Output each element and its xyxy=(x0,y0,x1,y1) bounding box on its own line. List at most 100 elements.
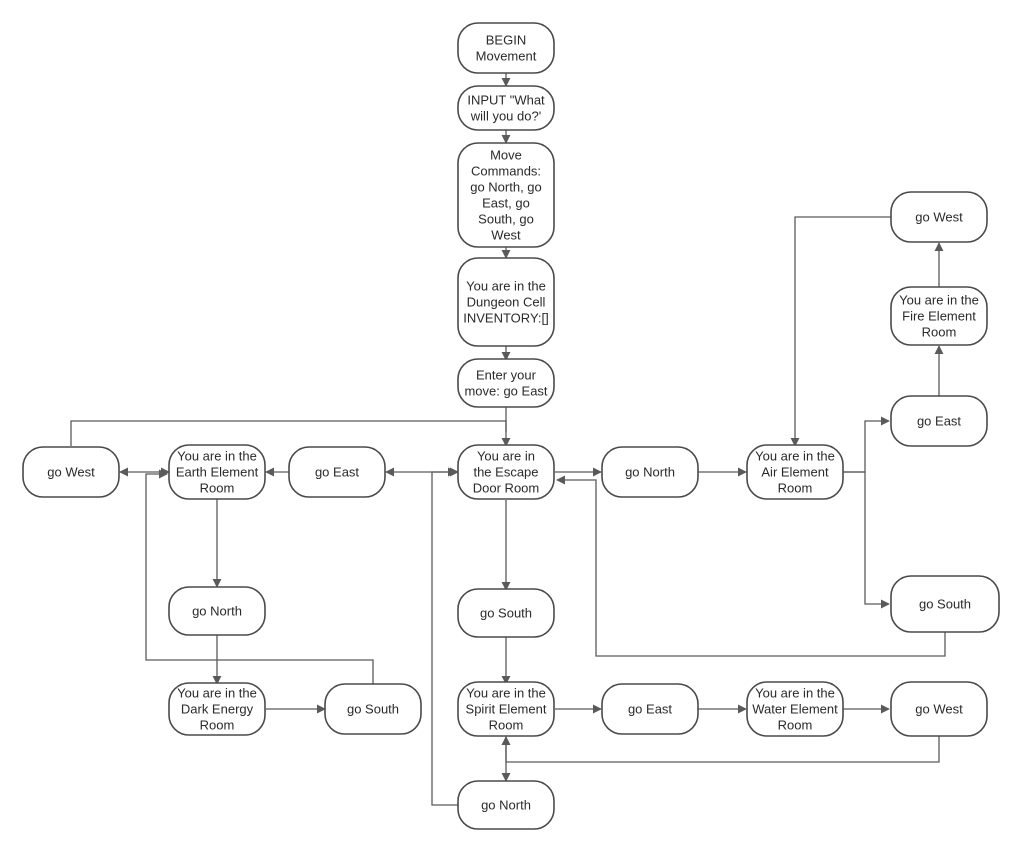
node-label-line: South, go xyxy=(478,212,534,227)
node-box-commands xyxy=(457,142,555,248)
node-label-line: Room xyxy=(778,718,813,733)
node-label-line: You are in the xyxy=(899,293,979,308)
node-box-south-right xyxy=(890,575,1000,633)
node-label-line: INPUT "What xyxy=(467,93,545,108)
edge-northbottom-escape xyxy=(431,467,458,806)
connector-lines xyxy=(70,73,946,806)
node-label-line: BEGIN xyxy=(486,33,526,48)
node-box-input xyxy=(457,85,555,131)
node-label-line: go South xyxy=(919,597,971,612)
node-label-line: You are in the xyxy=(466,686,546,701)
node-box-north-left xyxy=(168,586,266,636)
node-box-dark xyxy=(168,682,266,736)
node-box-east-bottom xyxy=(601,683,699,735)
node-label-line: move: go East xyxy=(464,384,547,399)
node-label-line: Room xyxy=(778,481,813,496)
node-label-line: You are in xyxy=(477,449,535,464)
node-box-earth xyxy=(168,444,266,500)
node-label-line: will you do?' xyxy=(470,109,541,124)
node-east-bottom: go East xyxy=(601,683,699,735)
node-label-line: go North xyxy=(625,465,675,480)
node-box-east-right xyxy=(890,395,988,447)
node-label-line: You are in the xyxy=(177,449,257,464)
node-label-line: Room xyxy=(922,325,957,340)
node-label-line: INVENTORY:[] xyxy=(463,311,549,326)
node-label-line: go West xyxy=(915,702,963,717)
node-label-line: the Escape xyxy=(473,465,538,480)
node-box-begin xyxy=(457,22,555,74)
node-box-north-mid xyxy=(601,446,699,498)
node-box-north-bottom xyxy=(457,780,555,830)
edge-southleft-earth xyxy=(145,469,374,685)
node-label-line: Earth Element xyxy=(176,465,259,480)
edge-westbottom-spirit xyxy=(501,735,940,763)
node-label-line: Move xyxy=(490,148,522,163)
node-label-line: go North xyxy=(192,604,242,619)
node-label-line: go East xyxy=(315,465,359,480)
node-north-left: go North xyxy=(168,586,266,636)
node-label-line: Dark Energy xyxy=(181,702,254,717)
node-label-line: You are in the xyxy=(755,449,835,464)
node-south-center: go South xyxy=(457,588,555,638)
edge-southright-escape xyxy=(556,475,946,657)
edge-westtop-air xyxy=(790,216,891,447)
edge-westleft-escape xyxy=(70,420,507,446)
node-label-line: go West xyxy=(915,210,963,225)
node-label-line: go North, go xyxy=(470,180,542,195)
edge-air-southright xyxy=(843,471,890,609)
node-label-line: Room xyxy=(200,481,235,496)
node-box-enter xyxy=(457,358,555,408)
node-label-line: Room xyxy=(200,718,235,733)
node-box-water xyxy=(746,681,844,737)
node-label-line: You are in the xyxy=(466,279,546,294)
node-west-bottom: go West xyxy=(890,681,988,737)
node-label-line: Fire Element xyxy=(902,309,976,324)
node-box-fire xyxy=(890,286,988,346)
node-box-south-center xyxy=(457,588,555,638)
node-label-line: West xyxy=(491,228,521,243)
node-box-escape xyxy=(457,444,555,500)
node-label-line: go North xyxy=(481,798,531,813)
node-east-right: go East xyxy=(890,395,988,447)
node-label-line: You are in the xyxy=(177,686,257,701)
node-label-line: Door Room xyxy=(473,481,539,496)
node-label-line: go West xyxy=(47,465,95,480)
node-box-west-top xyxy=(890,191,988,243)
node-east-mid: go East xyxy=(288,446,386,498)
node-label-line: Commands: xyxy=(471,164,541,179)
node-label-line: You are in the xyxy=(755,686,835,701)
node-label-line: go East xyxy=(628,702,672,717)
node-box-south-left xyxy=(324,683,422,735)
node-label-line: go South xyxy=(347,702,399,717)
node-south-right: go South xyxy=(890,575,1000,633)
node-box-air xyxy=(746,444,844,500)
node-label-line: go South xyxy=(480,606,532,621)
node-north-bottom: go North xyxy=(457,780,555,830)
node-box-west-left xyxy=(22,446,120,498)
node-label-line: Air Element xyxy=(761,465,829,480)
node-west-top: go West xyxy=(890,191,988,243)
node-box-spirit xyxy=(457,681,555,737)
node-box-cell xyxy=(457,257,555,347)
node-label-line: East, go xyxy=(482,196,530,211)
node-box-west-bottom xyxy=(890,681,988,737)
node-label-line: Dungeon Cell xyxy=(467,295,546,310)
node-west-left: go West xyxy=(22,446,120,498)
node-label-line: Movement xyxy=(476,49,537,64)
node-label-line: Enter your xyxy=(476,368,537,383)
node-label-line: Water Element xyxy=(752,702,838,717)
